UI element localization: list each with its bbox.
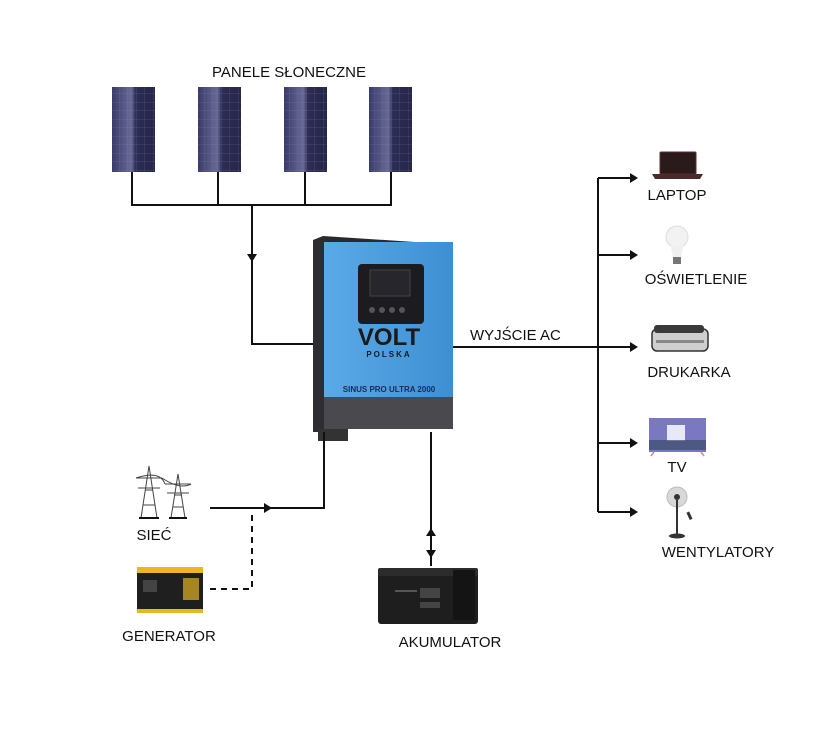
pv-wiring [131, 172, 392, 345]
fan-icon [666, 486, 693, 539]
battery-label: AKUMULATOR [399, 634, 502, 651]
load-lighting: OŚWIETLENIE [645, 225, 748, 288]
light-bulb-icon [665, 225, 689, 264]
load-label: DRUKARKA [647, 364, 730, 381]
generator-label: GENERATOR [122, 628, 216, 645]
power-pylon-icon [135, 465, 192, 519]
battery: AKUMULATOR [378, 568, 502, 651]
generator-icon [137, 567, 203, 613]
solar-panel-icon [198, 87, 241, 172]
laptop-icon [652, 151, 703, 179]
solar-panels [112, 87, 412, 172]
grid-source: SIEĆ [135, 432, 325, 544]
arrow-down-icon [426, 550, 436, 558]
load-label: LAPTOP [648, 187, 707, 204]
tv-icon [649, 418, 706, 457]
load-fans: WENTYLATORY [662, 486, 775, 561]
printer-icon [651, 325, 709, 352]
arrow-up-icon [426, 528, 436, 536]
battery-icon [378, 568, 478, 624]
ac-output: WYJŚCIE AC [453, 173, 638, 517]
load-label: WENTYLATORY [662, 544, 775, 561]
inverter-brand: VOLT [358, 324, 421, 351]
load-tv: TV [649, 418, 706, 476]
load-laptop: LAPTOP [648, 151, 707, 204]
generator-source: GENERATOR [122, 510, 253, 645]
solar-panel-icon [112, 87, 155, 172]
inverter-brand-sub: POLSKA [366, 350, 411, 359]
inverter-model: SINUS PRO ULTRA 2000 [343, 385, 436, 394]
solar-panel-icon [369, 87, 412, 172]
grid-label: SIEĆ [136, 527, 171, 544]
load-label: OŚWIETLENIE [645, 270, 748, 288]
inverter: VOLT POLSKA SINUS PRO ULTRA 2000 [313, 236, 453, 441]
solar-panels-label: PANELE SŁONECZNE [212, 64, 366, 81]
battery-connection [426, 432, 436, 566]
solar-panel-icon [284, 87, 327, 172]
ac-output-label: WYJŚCIE AC [470, 326, 561, 344]
arrow-down-icon [247, 254, 257, 262]
load-printer: DRUKARKA [647, 325, 731, 381]
load-label: TV [667, 459, 686, 476]
